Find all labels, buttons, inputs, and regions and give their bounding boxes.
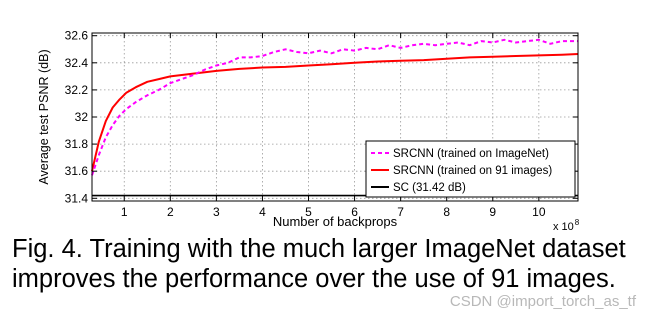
y-tick-label: 32.6: [65, 29, 89, 43]
x-tick-label: 5: [305, 205, 312, 219]
y-tick-label: 32.4: [65, 56, 89, 70]
x-tick-label: 4: [259, 205, 266, 219]
x-tick-label: 2: [167, 205, 174, 219]
y-tick-label: 32.2: [65, 83, 89, 97]
y-axis-label: Average test PSNR (dB): [37, 49, 51, 184]
legend: SRCNN (trained on ImageNet) SRCNN (train…: [365, 140, 576, 198]
x-tick-label: 7: [397, 205, 404, 219]
x-tick-label: 10: [532, 205, 546, 219]
x-tick-label: 9: [489, 205, 496, 219]
x-scale-base: x 10: [553, 221, 574, 233]
legend-label-91-images: SRCNN (trained on 91 images): [393, 165, 552, 177]
y-tick-label: 31.6: [65, 164, 89, 178]
caption-line-1: Fig. 4. Training with the much larger Im…: [12, 235, 626, 263]
series-line-imagenet: [91, 38, 578, 176]
series-line-91-images: [91, 53, 579, 172]
x-tick-label: 8: [443, 205, 450, 219]
x-tick-label: 6: [351, 205, 358, 219]
x-tick-labels: 1 2 3 4 5 6 7 8 9 10: [121, 205, 546, 219]
legend-label-imagenet: SRCNN (trained on ImageNet): [393, 148, 549, 160]
legend-label-sc: SC (31.42 dB): [393, 182, 466, 194]
x-tick-label: 1: [121, 205, 128, 219]
y-tick-label: 31.4: [65, 191, 89, 205]
x-scale-exponent: 8: [575, 218, 580, 227]
legend-box: [365, 140, 576, 198]
psnr-line-chart: 1 2 3 4 5 6 7 8 9 10 31.4 31.6 31.8 32 32.2 32.4 32.6 N…: [37, 29, 580, 233]
grid-lines: [92, 33, 578, 201]
x-scale-multiplier: x 108: [553, 218, 580, 233]
y-tick-label: 32: [75, 110, 89, 124]
figure-caption: Fig. 4. Training with the much larger Im…: [12, 234, 644, 294]
x-tick-label: 3: [213, 205, 220, 219]
y-tick-labels: 31.4 31.6 31.8 32 32.2 32.4 32.6: [65, 29, 89, 206]
axis-ticks: [92, 33, 578, 201]
caption-line-2: improves the performance over the use of…: [12, 265, 616, 293]
watermark: CSDN @import_torch_as_tf: [449, 293, 636, 310]
x-axis-label: Number of backprops: [273, 214, 398, 229]
y-tick-label: 31.8: [65, 137, 89, 151]
